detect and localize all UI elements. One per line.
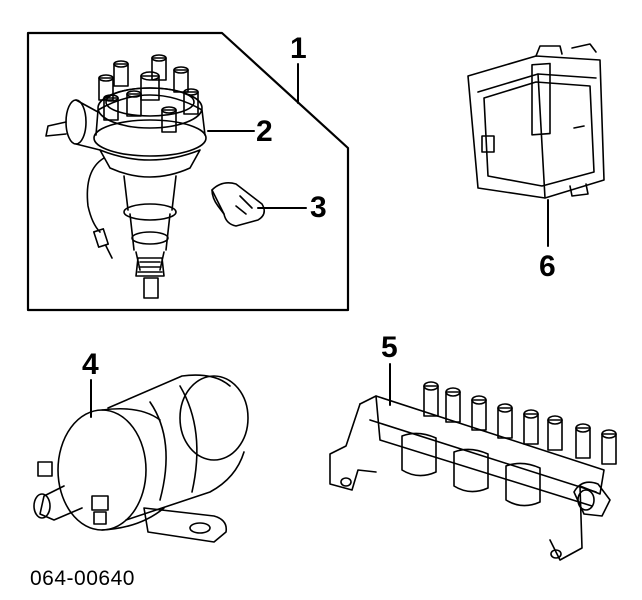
distributor-frame	[26, 31, 350, 312]
distributor-rotor	[211, 182, 266, 227]
diagram-code: 064-00640	[30, 567, 135, 590]
callout-3: 3	[310, 191, 327, 224]
callout-6: 6	[539, 250, 556, 283]
coil-pack-bracket	[329, 381, 617, 561]
ignition-control-module	[467, 43, 605, 199]
distributor-assembly	[45, 54, 207, 299]
ignition-coil	[33, 374, 249, 543]
callout-4: 4	[82, 348, 99, 381]
callout-2: 2	[256, 115, 273, 148]
callout-5: 5	[381, 331, 398, 364]
callout-1: 1	[290, 32, 307, 65]
